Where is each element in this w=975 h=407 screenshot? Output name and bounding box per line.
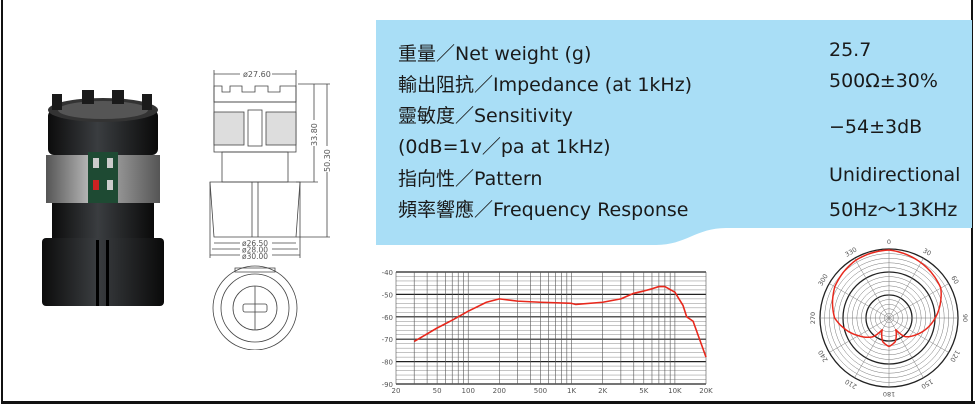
x-tick-label: 50 <box>433 387 442 395</box>
dimension-drawing-side <box>209 70 330 258</box>
x-tick-label: 2K <box>598 387 607 395</box>
dim-diameter-2: ø28.00 <box>242 246 268 255</box>
x-tick-label: 20 <box>392 387 401 395</box>
y-tick-label: -60 <box>382 314 393 322</box>
x-tick-label: 5K <box>639 387 648 395</box>
frame-left <box>1 0 3 404</box>
dim-top-diameter: ø27.60 <box>243 70 271 79</box>
y-tick-label: -40 <box>382 269 393 277</box>
dim-inner-height: 33.80 <box>310 123 319 146</box>
x-tick-label: 100 <box>462 387 475 395</box>
polar-spoke <box>888 258 924 319</box>
spec-value-frequency: 50Hz～13KHz <box>829 199 958 221</box>
spec-value-impedance: 500Ω±30% <box>829 70 938 92</box>
x-tick-label: 500 <box>534 387 547 395</box>
polar-spoke <box>829 283 890 319</box>
spec-value-sensitivity: −54±3dB <box>829 116 923 138</box>
dim-diameter-3: ø30.00 <box>242 252 268 261</box>
x-tick-label: 1K <box>567 387 576 395</box>
dim-total-height: 50.30 <box>323 149 332 172</box>
angle-label: 270 <box>809 312 817 324</box>
frame-right <box>971 0 973 404</box>
spec-label-frequency: 頻率響應／Frequency Response <box>398 199 689 221</box>
spec-label-pattern: 指向性／Pattern <box>398 168 543 190</box>
polar-spoke <box>854 258 890 319</box>
angle-label: 30 <box>921 247 932 258</box>
angle-label: 180 <box>883 390 895 398</box>
angle-label: 60 <box>949 274 960 285</box>
spec-label-weight: 重量／Net weight (g) <box>398 43 592 65</box>
polar-spoke <box>888 317 924 378</box>
frequency-response-curve <box>413 285 707 358</box>
dimension-labels: ø27.60 ø26.50 ø28.00 ø30.00 33.80 50.30 <box>240 69 332 261</box>
angle-label: 0 <box>887 238 891 246</box>
spec-value-pattern: Unidirectional <box>829 164 961 186</box>
polar-spoke <box>888 283 949 319</box>
y-tick-label: -90 <box>382 381 393 389</box>
angle-label: 90 <box>961 314 969 322</box>
x-tick-label: 10K <box>668 387 682 395</box>
spec-label-sensitivity: 靈敏度／Sensitivity <box>398 105 573 127</box>
dimension-drawing-bottom <box>212 265 298 350</box>
frame-bottom <box>1 401 975 404</box>
spec-value-weight: 25.7 <box>829 39 872 61</box>
polar-spoke <box>854 317 890 378</box>
x-tick-label: 200 <box>493 387 506 395</box>
dim-diameter-1: ø26.50 <box>242 239 268 248</box>
x-tick-label: 20K <box>699 387 713 395</box>
polar-spoke <box>888 317 949 353</box>
polar-pattern-curve <box>831 249 942 348</box>
spec-label-sensitivity-ref: (0dB=1v／pa at 1kHz) <box>398 136 611 158</box>
y-tick-label: -70 <box>382 336 393 344</box>
y-tick-label: -50 <box>382 291 393 299</box>
microphone-cartridge-photo <box>42 90 164 306</box>
spec-label-impedance: 輸出阻抗／Impedance (at 1kHz) <box>398 74 693 96</box>
y-tick-label: -80 <box>382 359 393 367</box>
spec-panel-background <box>376 20 972 245</box>
